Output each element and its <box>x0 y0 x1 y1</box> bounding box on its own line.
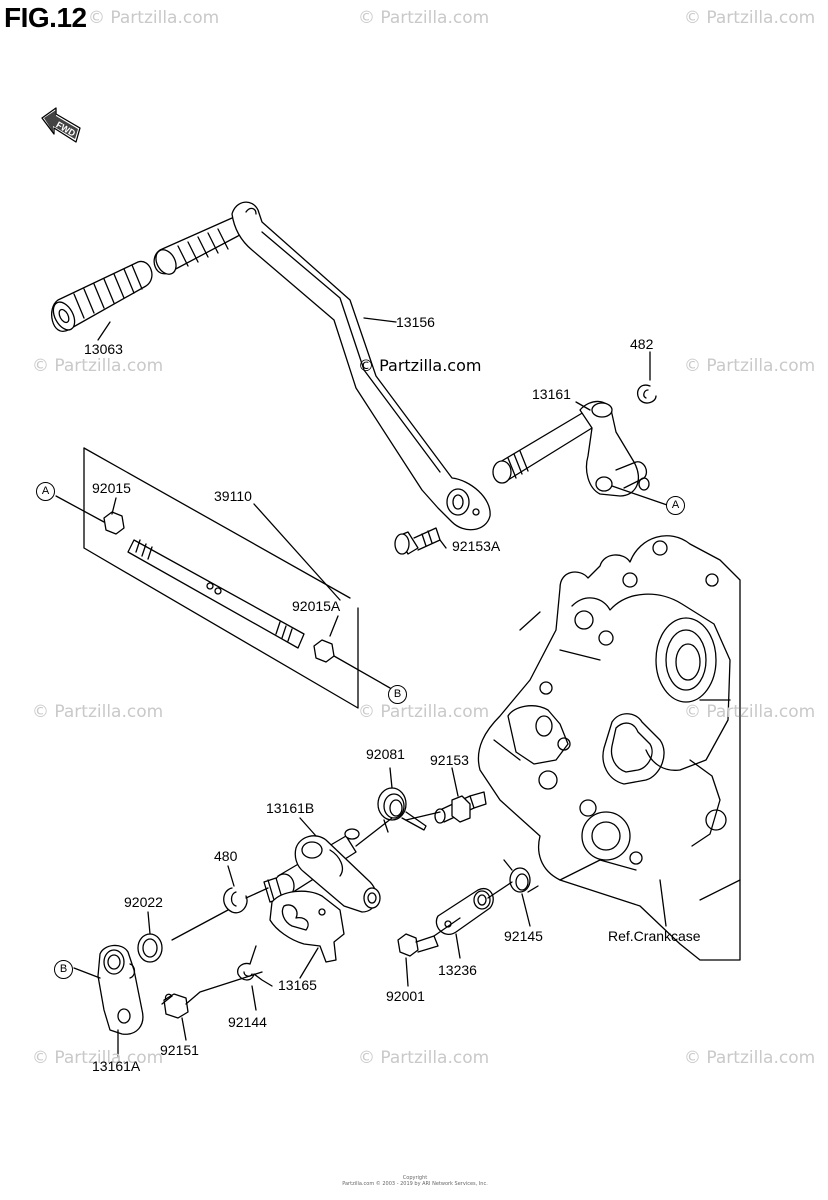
part-label-92144[interactable]: 92144 <box>228 1014 267 1030</box>
watermark: © Partzilla.com <box>358 1048 490 1068</box>
crankcase-drawing <box>477 535 741 961</box>
fwd-badge-text: FWD <box>54 120 77 139</box>
part-label-92153[interactable]: 92153 <box>430 752 469 768</box>
part-label-13161b[interactable]: 13161B <box>266 800 315 816</box>
watermark: © Partzilla.com <box>32 356 164 376</box>
shift-pedal-part <box>153 201 491 531</box>
part-label-92153a[interactable]: 92153A <box>452 538 501 554</box>
watermark: © Partzilla.com <box>32 1048 164 1068</box>
callout-a-left: A <box>36 482 55 501</box>
watermark: © Partzilla.com <box>88 8 220 28</box>
callout-a-right: A <box>666 496 685 515</box>
lever-13161a-part <box>97 944 144 1035</box>
watermark: © Partzilla.com <box>358 702 490 722</box>
copyright-footer: Copyright Partzilla.com © 2003 - 2019 by… <box>300 1175 530 1187</box>
part-label-92015[interactable]: 92015 <box>92 480 131 496</box>
bolt-92153a-part <box>394 527 441 555</box>
fwd-badge-label: FWD <box>54 120 77 139</box>
part-label-92022[interactable]: 92022 <box>124 894 163 910</box>
rubber-grip-part <box>51 260 153 332</box>
part-label-92015a[interactable]: 92015A <box>292 598 341 614</box>
stopper-arm-13236-part <box>435 887 494 935</box>
part-label-13236[interactable]: 13236 <box>438 962 477 978</box>
watermark-center: © Partzilla.com <box>358 356 482 375</box>
part-label-13156[interactable]: 13156 <box>396 314 435 330</box>
watermark: © Partzilla.com <box>358 8 490 28</box>
part-label-480[interactable]: 480 <box>214 848 238 864</box>
tie-rod-assembly <box>55 447 391 709</box>
watermark: © Partzilla.com <box>684 702 816 722</box>
part-label-39110[interactable]: 39110 <box>214 488 252 504</box>
spring-92081-part <box>377 787 427 833</box>
copyright-line-1: Copyright <box>402 1175 428 1181</box>
bolt-92151-part <box>161 993 189 1019</box>
washer-92022-part <box>137 933 163 963</box>
copyright-line-2: Partzilla.com © 2003 - 2019 by ARI Netwo… <box>342 1181 488 1187</box>
clip-482-part <box>636 384 657 404</box>
spring-92144-part <box>237 945 273 987</box>
watermark: © Partzilla.com <box>684 8 816 28</box>
part-label-92081[interactable]: 92081 <box>366 746 405 762</box>
part-label-92151[interactable]: 92151 <box>160 1042 199 1058</box>
bolt-92153-part <box>434 791 487 824</box>
bolt-92001-part <box>397 933 439 957</box>
part-label-13161a[interactable]: 13161A <box>92 1058 141 1074</box>
shift-shaft-13161-part <box>492 400 650 497</box>
part-label-13063[interactable]: 13063 <box>84 341 123 357</box>
ref-crankcase-label: Ref.Crankcase <box>608 928 701 944</box>
callout-b-upper: B <box>388 685 407 704</box>
part-label-13165[interactable]: 13165 <box>278 977 317 993</box>
watermark: © Partzilla.com <box>32 702 164 722</box>
plate-13165-part <box>269 890 345 963</box>
shift-shaft-13161b-part <box>263 828 381 913</box>
part-label-92001[interactable]: 92001 <box>386 988 425 1004</box>
part-label-92145[interactable]: 92145 <box>504 928 543 944</box>
part-label-13161[interactable]: 13161 <box>532 386 571 402</box>
spring-92145-part <box>503 859 539 893</box>
watermark: © Partzilla.com <box>684 356 816 376</box>
fwd-arrow-icon <box>41 107 81 143</box>
callout-b-lower: B <box>54 960 73 979</box>
figure-title: FIG.12 <box>4 2 87 33</box>
part-label-482[interactable]: 482 <box>630 336 654 352</box>
watermark: © Partzilla.com <box>684 1048 816 1068</box>
clip-480-part <box>223 887 248 914</box>
